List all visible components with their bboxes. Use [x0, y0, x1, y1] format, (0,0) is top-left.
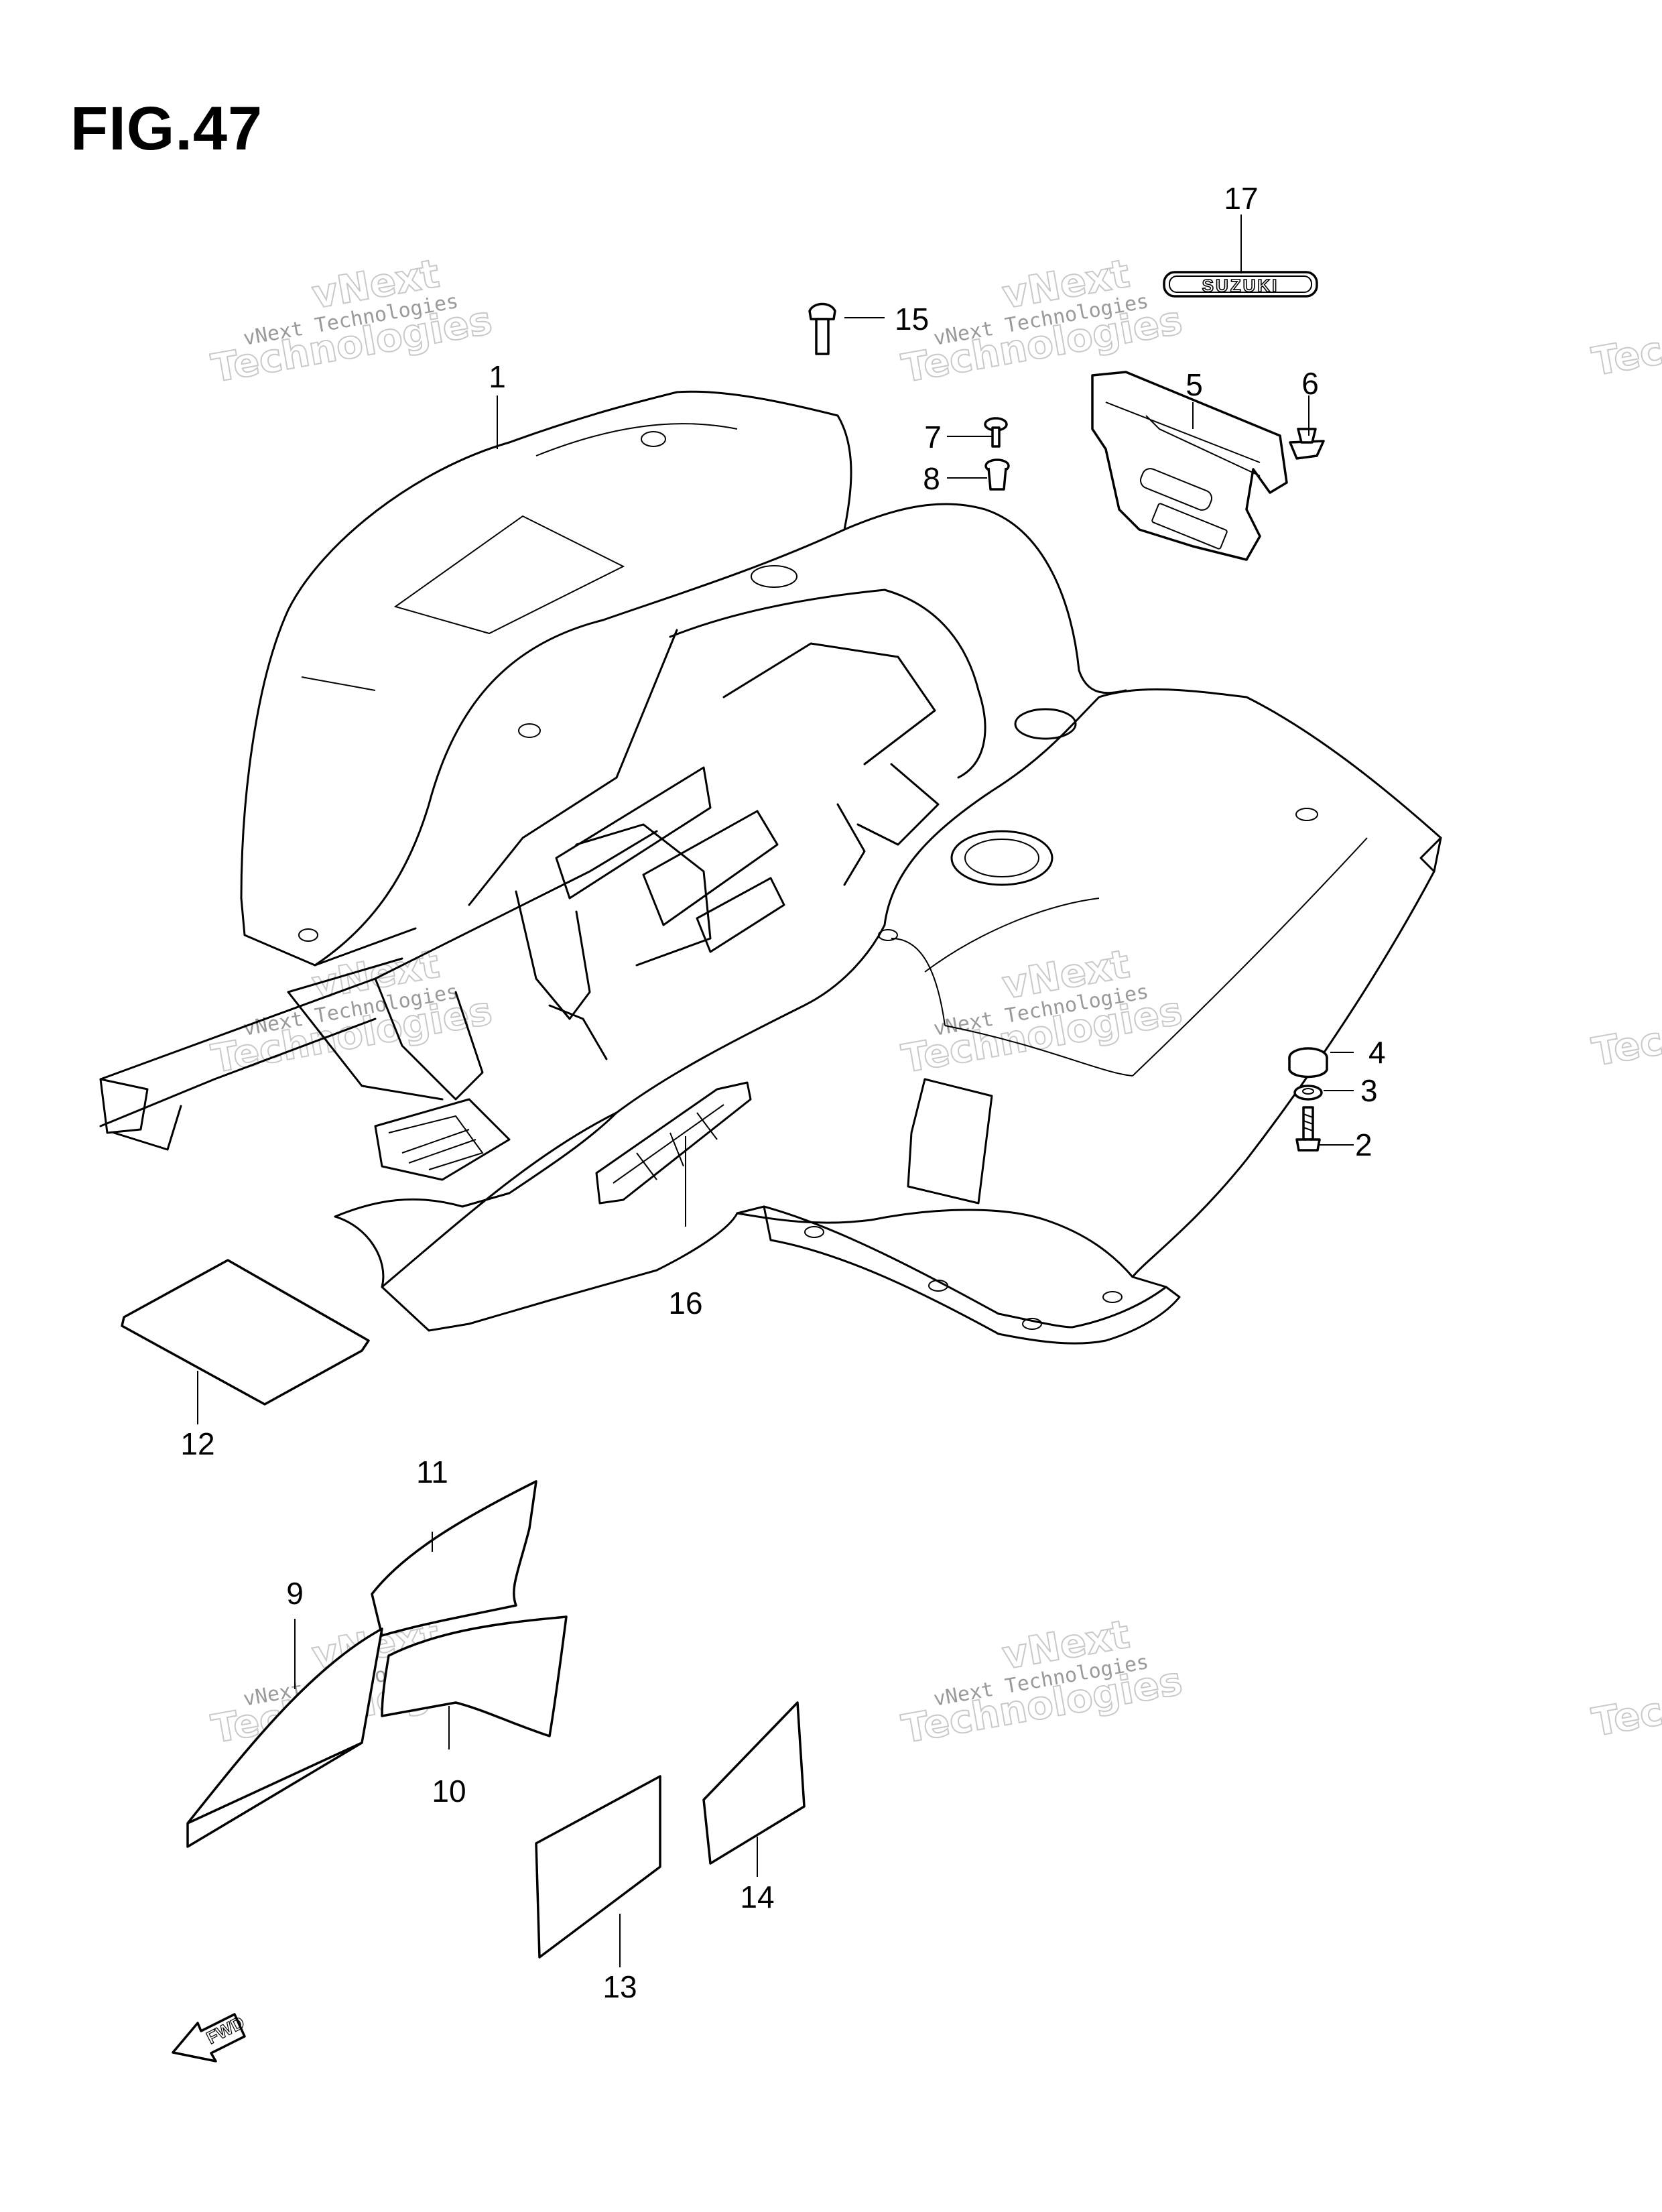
- decal-12: [121, 1259, 370, 1406]
- fwd-arrow-icon: FWD: [172, 2012, 248, 2063]
- callout-4: 4: [1368, 1035, 1386, 1070]
- suzuki-emblem: SUZUKI: [1163, 271, 1318, 298]
- clip-fastener: [1289, 428, 1325, 460]
- callout-7: 7: [924, 420, 942, 454]
- screw-7: [984, 417, 1008, 448]
- watermark-top-left: vNext Technologies vNext Technologies: [208, 250, 496, 392]
- decal-11: [371, 1480, 537, 1637]
- callout-11: 11: [416, 1455, 448, 1489]
- decal-14: [702, 1701, 806, 1865]
- watermark-right-edge: Technologies Technologies Technologies: [1588, 290, 1662, 1745]
- callout-8: 8: [923, 461, 940, 496]
- emblem-text: SUZUKI: [1202, 275, 1279, 296]
- callout-2: 2: [1355, 1127, 1372, 1162]
- svg-text:Technologies: Technologies: [1589, 290, 1662, 384]
- svg-text:Technologies: Technologies: [1589, 981, 1662, 1074]
- callout-12: 12: [180, 1426, 214, 1461]
- figure-title: FIG.47: [70, 95, 263, 163]
- callout-17: 17: [1224, 181, 1258, 216]
- watermark-low-center: vNext Technologies vNext Technologies: [898, 1611, 1186, 1753]
- callout-labels: 1 2 3 4 5 6 7 8 9 10 11 12 13 14 15 16 1…: [180, 181, 1385, 2004]
- callout-10: 10: [432, 1774, 466, 1808]
- callout-1: 1: [489, 359, 506, 394]
- callout-13: 13: [602, 1969, 637, 2004]
- callout-5: 5: [1186, 367, 1203, 402]
- rear-fender: [99, 390, 1442, 1345]
- callout-3: 3: [1360, 1073, 1378, 1108]
- bolt-2: [1295, 1106, 1321, 1152]
- cushion-4: [1288, 1047, 1328, 1079]
- watermark-mid-center: vNext Technologies vNext Technologies: [898, 940, 1186, 1083]
- callout-6: 6: [1301, 366, 1319, 401]
- collar-8: [984, 458, 1010, 491]
- washer-3: [1293, 1085, 1323, 1101]
- decal-9: [186, 1627, 383, 1848]
- lamp-bracket: [1091, 371, 1288, 561]
- callout-9: 9: [286, 1576, 304, 1611]
- decal-4x4-logo: [595, 1081, 752, 1205]
- decal-13: [535, 1775, 661, 1959]
- callout-15: 15: [895, 302, 929, 336]
- svg-text:Technologies: Technologies: [1589, 1651, 1662, 1745]
- callout-14: 14: [740, 1880, 774, 1914]
- watermark-top-center: vNext Technologies vNext Technologies: [898, 250, 1186, 392]
- decal-10: [381, 1615, 568, 1737]
- watermark-mid-left: vNext Technologies vNext Technologies: [208, 940, 496, 1083]
- clip-15: [808, 302, 836, 355]
- callout-16: 16: [668, 1286, 702, 1320]
- leader-lines: [197, 214, 1354, 1967]
